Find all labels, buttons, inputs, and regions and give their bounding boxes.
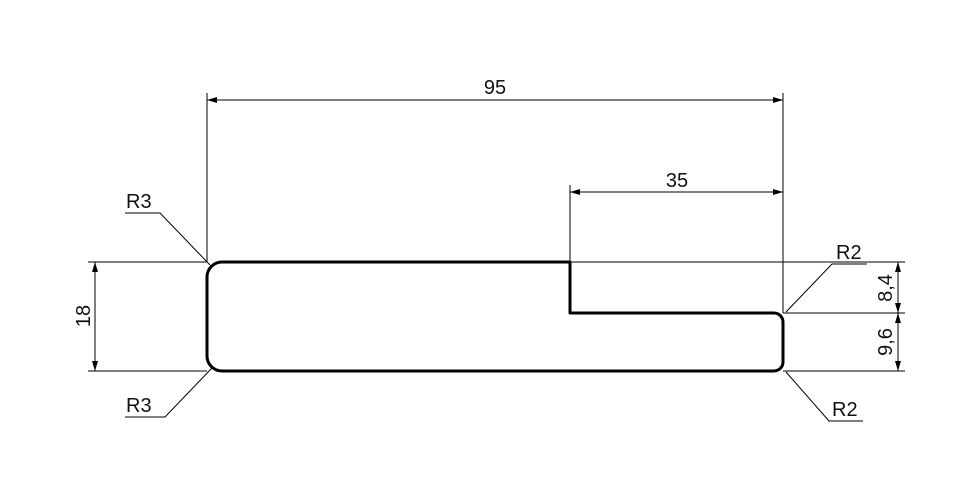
radius-label-bottom-right: R2 [832,399,858,421]
dimension-overall-width: 95 [206,77,784,313]
radius-bottom-right: R2 [785,371,863,422]
radius-bottom-left: R3 [125,367,213,418]
profile-outline [205,260,785,373]
radius-label-top-left: R3 [126,191,152,213]
radius-top-right: R2 [785,242,867,313]
dimension-step-width: 35 [569,170,783,262]
dimension-label-35: 35 [666,170,688,192]
radius-label-bottom-left: R3 [126,395,152,417]
dimension-overall-height: 18 [73,261,207,372]
radius-top-left: R3 [125,191,211,266]
dimension-label-95: 95 [484,77,506,99]
dimension-label-18: 18 [73,305,95,327]
dimension-right-heights: 8,4 9,6 [570,261,905,372]
dimension-label-9-6: 9,6 [875,328,897,356]
dimension-label-8-4: 8,4 [875,274,897,302]
radius-label-top-right: R2 [836,242,862,264]
